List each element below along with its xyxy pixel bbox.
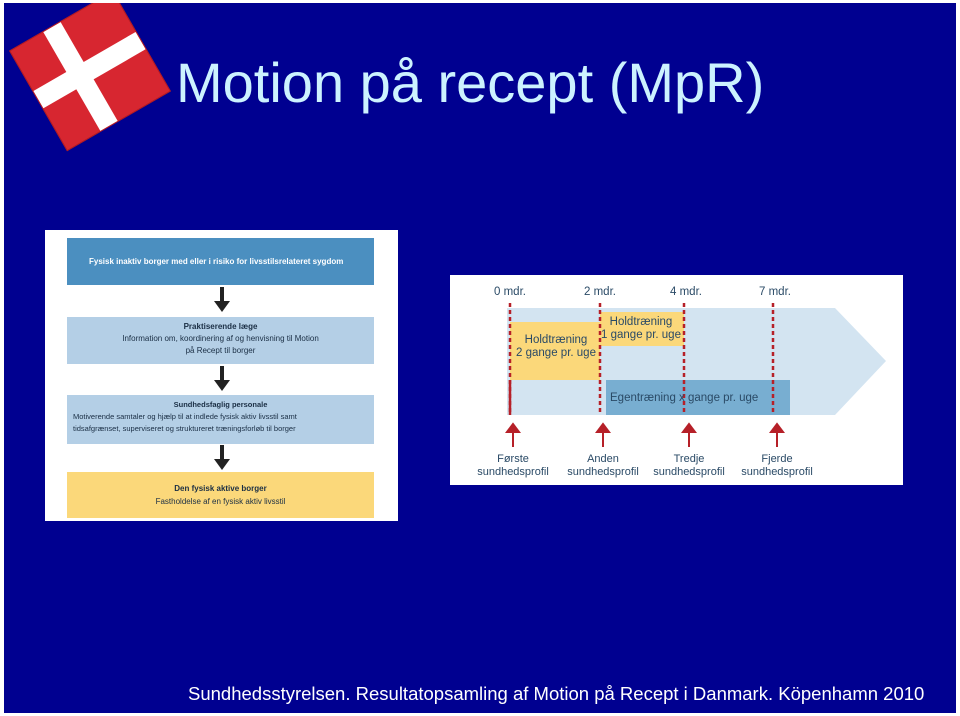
danish-flag-icon [9, 3, 171, 152]
flow-box-text: på Recept til borger [185, 346, 256, 355]
footer-citation: Sundhedsstyrelsen. Resultatopsamling af … [188, 683, 925, 704]
hold-training-2-area [600, 312, 684, 346]
arrow-down-icon [214, 366, 230, 392]
flow-box-text: Fastholdelse af en fysisk aktiv livsstil [155, 497, 286, 506]
flow-box-text: tidsafgrænset, superviseret og strukture… [73, 424, 296, 433]
up-arrow-icon [505, 422, 521, 433]
flowchart: Fysisk inaktiv borger med eller i risiko… [45, 230, 398, 521]
self-training-label: Egentræning x gange pr. uge [610, 392, 759, 404]
flow-box-title: Praktiserende læge [183, 322, 258, 331]
flow-box-title: Den fysisk aktive borger [174, 484, 267, 493]
flow-box-title: Sundhedsfaglig personale [173, 400, 268, 409]
month-label-2: 2 mdr. [584, 286, 616, 298]
month-label-0: 0 mdr. [494, 286, 526, 298]
arrow-down-icon [214, 287, 230, 313]
flow-box-active-citizen: Den fysisk aktive borger Fastholdelse af… [67, 472, 374, 518]
self-training-area [606, 380, 790, 415]
slide-title: Motion på recept (MpR) [176, 51, 765, 114]
up-arrow-icon [595, 422, 611, 433]
arrow-down-icon [214, 445, 230, 471]
flow-box-inactive-citizen: Fysisk inaktiv borger med eller i risiko… [67, 238, 374, 285]
hold-training-1-area [510, 322, 600, 380]
flow-box-text: Motiverende samtaler og hjælp til at ind… [73, 412, 297, 421]
flow-box-health-staff: Sundhedsfaglig personale Motiverende sam… [67, 395, 374, 444]
up-arrow-icon [769, 422, 785, 433]
month-label-4: 4 mdr. [670, 286, 702, 298]
slide: Motion på recept (MpR) Fysisk inaktiv bo… [4, 3, 956, 713]
month-label-7: 7 mdr. [759, 286, 791, 298]
up-arrow-icon [681, 422, 697, 433]
flow-box-general-practitioner: Praktiserende læge Information om, koord… [67, 317, 374, 364]
flow-box-text: Information om, koordinering af og henvi… [122, 334, 319, 343]
